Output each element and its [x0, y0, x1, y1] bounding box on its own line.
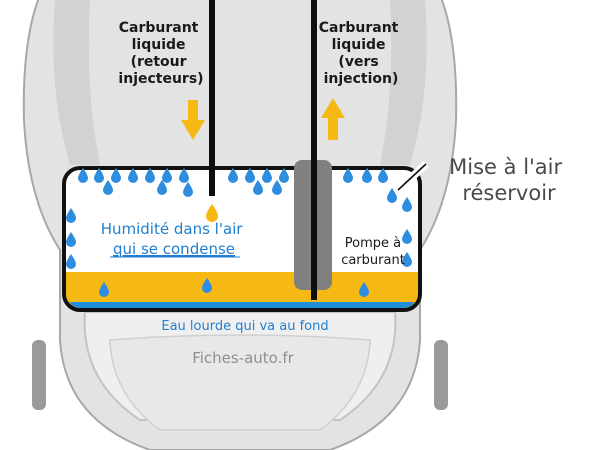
water-drop-icon	[66, 254, 76, 269]
rear-left-wheel	[32, 340, 46, 410]
water-drop-icon	[179, 168, 189, 183]
fuel-pump-line-1: Pompe à	[345, 236, 401, 251]
condensation-line-1: Humidité dans l'air	[101, 220, 244, 238]
return-fuel-line-3: (retour	[131, 54, 187, 70]
to-injection-line-4: injection)	[324, 71, 399, 87]
return-fuel-line-2: liquide	[132, 37, 186, 53]
car-left-panel	[53, 0, 100, 165]
water-drop-icon	[128, 168, 138, 183]
water-drop-icon	[157, 180, 167, 195]
rear-right-wheel	[434, 340, 448, 410]
condensation-label: Humidité dans l'air qui se condense	[101, 220, 248, 258]
water-drop-icon	[402, 229, 412, 244]
water-drop-icon	[262, 168, 272, 183]
fuel-pump-label: Pompe à carburant	[341, 236, 405, 268]
tank-outline	[62, 166, 422, 312]
water-drop-icon	[94, 168, 104, 183]
arrow-down-icon	[181, 100, 205, 140]
water-drop-icon	[279, 168, 289, 183]
heavy-water-label: Eau lourde qui va au fond	[161, 319, 328, 334]
water-drop-icon	[228, 168, 238, 183]
fuel-pump-line-2: carburant	[341, 253, 405, 268]
tank-vent-label: Mise à l'air réservoir	[449, 155, 569, 205]
return-fuel-line-4: injecteurs)	[118, 71, 203, 87]
heavy-water-layer	[70, 302, 414, 308]
water-drop-icon	[343, 168, 353, 183]
water-drop-icon	[103, 180, 113, 195]
injection-fuel-pipe	[311, 0, 317, 300]
water-drop-icon	[78, 168, 88, 183]
tank-vent-line-1: Mise à l'air	[449, 155, 562, 179]
water-drop-icon	[253, 180, 263, 195]
return-fuel-line-1: Carburant	[119, 20, 199, 36]
water-drop-icon	[162, 168, 172, 183]
water-drop-icon	[145, 168, 155, 183]
water-drop-icon	[202, 278, 212, 293]
car-rear-bumper	[109, 334, 371, 431]
tank-vent-leader	[395, 161, 429, 193]
return-fuel-pipe	[209, 0, 215, 196]
water-drop-icon	[66, 208, 76, 223]
water-drop-icon	[378, 168, 388, 183]
return-fuel-label: Carburant liquide (retour injecteurs)	[118, 20, 203, 87]
water-drop-icon	[99, 282, 109, 297]
water-drop-icon	[272, 180, 282, 195]
arrow-up-icon	[321, 98, 345, 140]
water-drop-icon	[387, 188, 397, 203]
water-drop-icon	[402, 197, 412, 212]
to-injection-line-3: (vers	[338, 54, 378, 70]
water-drop-icon	[66, 232, 76, 247]
water-droplets	[66, 168, 412, 297]
water-drop-icon	[183, 182, 193, 197]
water-drop-icon	[359, 282, 369, 297]
to-injection-line-1: Carburant	[319, 20, 399, 36]
car-right-panel	[380, 0, 427, 165]
water-drop-icon	[402, 252, 412, 267]
tank-vent-line-2: réservoir	[462, 181, 556, 205]
water-drop-icon	[245, 168, 255, 183]
fuel-droplet-icon	[206, 204, 218, 222]
water-drop-icon	[362, 168, 372, 183]
watermark: Fiches-auto.fr	[192, 349, 294, 367]
water-drop-icon	[111, 168, 121, 183]
to-injection-line-2: liquide	[332, 37, 386, 53]
to-injection-label: Carburant liquide (vers injection)	[319, 20, 404, 87]
condensation-line-2: qui se condense	[113, 240, 235, 258]
